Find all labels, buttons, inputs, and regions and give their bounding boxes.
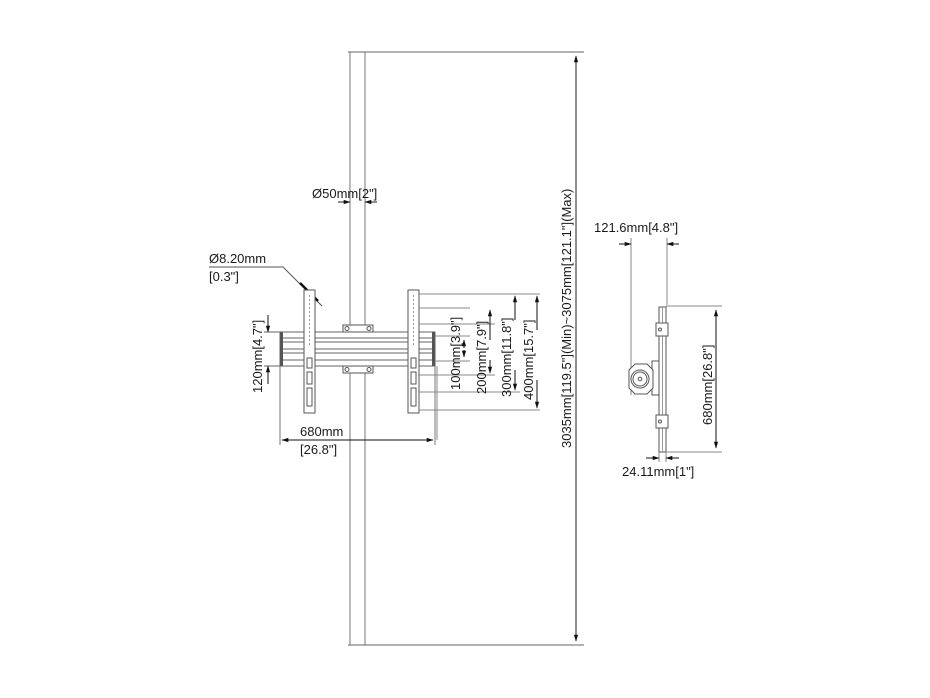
- thickness-label: 24.11mm[1"]: [622, 464, 694, 479]
- rail-height-dimension: [264, 315, 280, 384]
- side-pole-clamp: [628, 363, 654, 395]
- pole-length-extension-lines: [348, 51, 584, 646]
- vesa-extension-lines: [419, 293, 540, 440]
- pole-clamp-bottom: [342, 365, 374, 374]
- width-label-1: 680mm: [300, 424, 343, 439]
- vesa-arm-left: [303, 289, 316, 414]
- vesa-300-label: 300mm[11.8"]: [499, 317, 514, 397]
- side-height-label: 680mm[26.8"]: [700, 345, 715, 426]
- pole-diameter-label: Ø50mm[2"]: [312, 186, 377, 201]
- thickness-dimension: [646, 452, 679, 462]
- width-dimension: [279, 366, 436, 445]
- hole-diameter-label-2: [0.3"]: [209, 269, 239, 284]
- rail-height-label: 120mm[4.7"]: [250, 320, 265, 393]
- pole-clamp-top: [342, 324, 374, 333]
- vesa-dimension-arrows: [461, 295, 540, 409]
- depth-label: 121.6mm[4.8"]: [594, 220, 678, 235]
- pole-length-label: 3035mm[119.5"](Min)~3075mm[121.1"](Max): [559, 189, 574, 448]
- hole-diameter-label-1: Ø8.20mm: [209, 251, 266, 266]
- side-height-dimension: [666, 305, 722, 453]
- width-label-2: [26.8"]: [300, 442, 337, 457]
- vesa-100-label: 100mm[3.9"]: [448, 317, 463, 390]
- vesa-400-label: 400mm[15.7"]: [521, 320, 536, 401]
- side-bracket-rod: [651, 306, 669, 453]
- vesa-arm-right: [407, 289, 420, 414]
- vesa-200-label: 200mm[7.9"]: [474, 321, 489, 394]
- side-view: 121.6mm[4.8"]: [594, 220, 722, 479]
- front-view: 3035mm[119.5"](Min)~3075mm[121.1"](Max) …: [209, 51, 584, 646]
